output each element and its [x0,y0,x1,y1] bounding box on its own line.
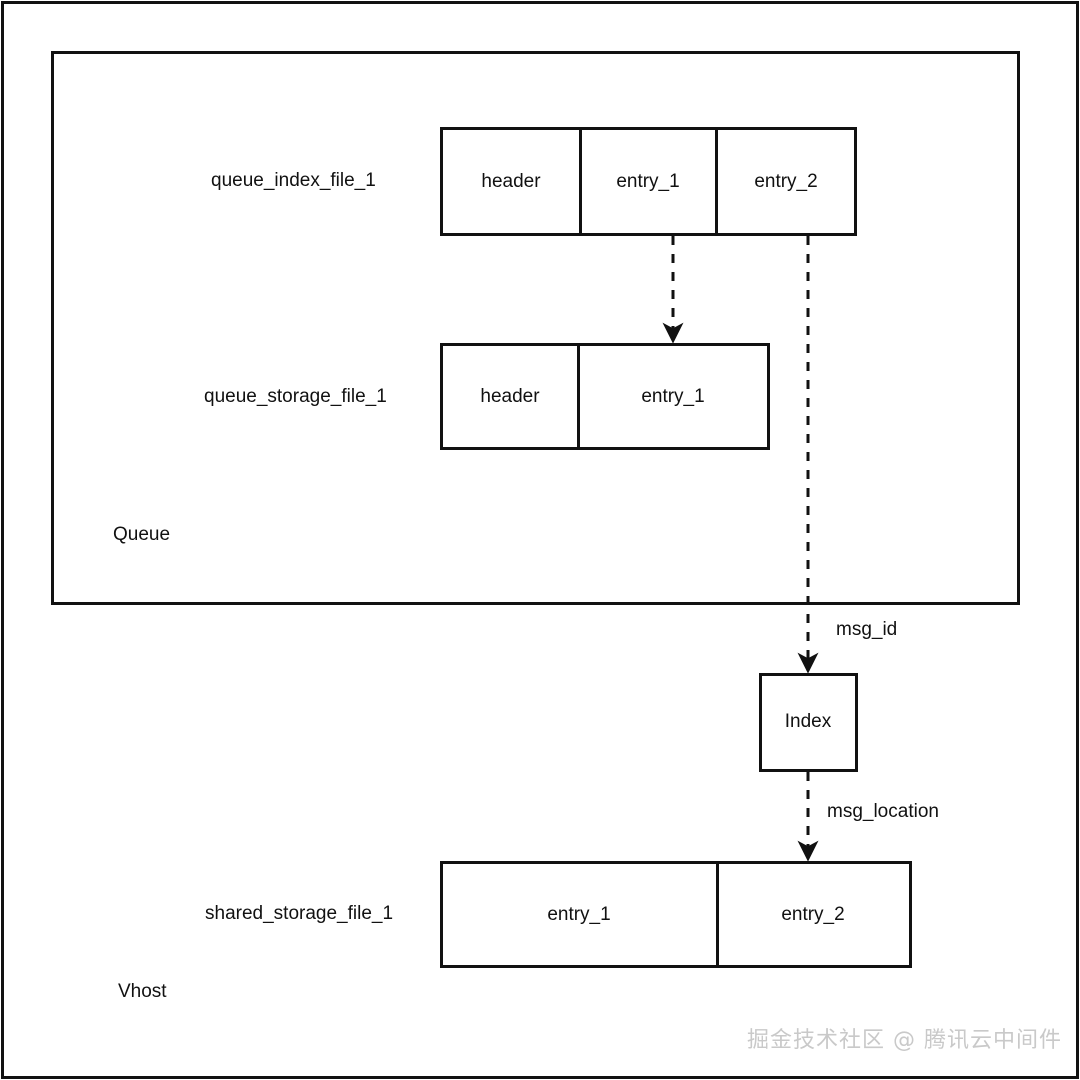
table-queue-index-file-1: header entry_1 entry_2 [440,127,857,236]
cell-label-entry-2: entry_2 [754,171,817,192]
table-row [440,127,857,236]
row-label-shared-storage-file-1: shared_storage_file_1 [205,903,393,924]
node-box [759,673,858,772]
watermark-text: 掘金技术社区 @ 腾讯云中间件 [747,1028,1062,1053]
group-box-queue [51,51,1020,605]
node-index: Index [759,673,858,772]
group-label-vhost: Vhost [118,981,167,1002]
table-shared-storage-file-1: entry_1 entry_2 [440,861,912,968]
table-queue-storage-file-1: header entry_1 [440,343,770,450]
edge-label-msg-location: msg_location [827,801,939,822]
row-label-queue-storage-file-1: queue_storage_file_1 [204,386,387,407]
row-label-queue-index-file-1: queue_index_file_1 [211,170,376,191]
cell-label-entry-2: entry_2 [781,904,844,925]
cell-label-header: header [481,171,541,192]
edge-label-msg-id: msg_id [836,619,897,640]
cell-label-entry-1: entry_1 [641,386,704,407]
table-row [440,343,770,450]
table-row [440,861,912,968]
cell-label-entry-1: entry_1 [547,904,610,925]
group-label-queue: Queue [113,524,170,545]
cell-label-header: header [480,386,540,407]
cell-label-entry-1: entry_1 [616,171,679,192]
node-label-index: Index [785,711,832,732]
